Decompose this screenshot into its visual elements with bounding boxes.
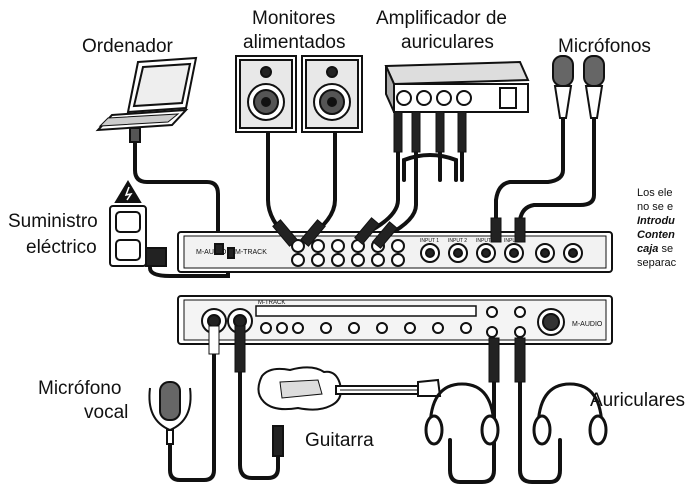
laptop-icon — [95, 56, 198, 143]
cables — [133, 116, 596, 484]
rear-plugs — [272, 217, 526, 249]
label-headamp-line2: auriculares — [401, 32, 494, 53]
headphone-cable-1 — [448, 350, 496, 484]
side-note-line: caja se — [637, 242, 676, 256]
mic-cable-1 — [494, 116, 565, 234]
monitor-left-icon — [235, 55, 297, 133]
label-guitar: Guitarra — [305, 430, 374, 451]
headphone-cable-2 — [518, 350, 562, 484]
side-note-text: se — [658, 243, 674, 255]
label-vocal-mic-line1: Micrófono — [38, 378, 122, 399]
headamp-link — [396, 148, 458, 182]
side-note-line: Los ele — [637, 187, 673, 199]
label-computer: Ordenador — [82, 36, 173, 57]
side-note-emphasis: caja — [637, 243, 659, 255]
label-power-line1: Suministro — [8, 211, 98, 232]
side-note-line: Conten — [637, 228, 676, 242]
label-monitors-line1: Monitores — [252, 8, 336, 29]
label-headamp-line1: Amplificador de — [376, 8, 507, 29]
side-note-emphasis: Conten — [637, 229, 675, 241]
guitar-icon — [257, 366, 442, 457]
front-plugs — [208, 325, 526, 383]
headphone-amp-icon — [384, 60, 530, 113]
side-note-emphasis: Introdu — [637, 215, 675, 227]
microphone-1-icon — [552, 55, 574, 119]
input-label-1: INPUT 1 — [420, 238, 439, 244]
interface-front-icon: M-TRACK M-AUDIO — [177, 295, 613, 345]
label-headphones: Auriculares — [590, 390, 686, 411]
input-labels: INPUT 1 INPUT 2 INPUT 3 INPUT 4 — [420, 238, 523, 244]
label-power-line2: eléctrico — [26, 237, 97, 258]
input-label-3: INPUT 3 — [476, 238, 495, 244]
usb-cable — [133, 138, 220, 252]
headamp-jacks — [393, 111, 467, 153]
interface-rear-brand: M-AUDIO — [196, 249, 227, 256]
label-monitors-line2: alimentados — [243, 32, 346, 53]
side-note-line: separac — [637, 257, 677, 269]
label-vocal-mic-line2: vocal — [84, 402, 129, 423]
power-outlet-icon — [109, 180, 167, 267]
vocal-mic-cable — [168, 338, 216, 482]
label-microphones: Micrófonos — [558, 36, 651, 57]
microphone-2-icon — [583, 55, 605, 119]
vocal-mic-icon — [148, 381, 192, 445]
side-note-line: no se e — [637, 201, 674, 213]
rear-jacks — [291, 239, 583, 267]
input-label-4: INPUT 4 — [504, 238, 523, 244]
interface-rear-model: M-TRACK — [235, 249, 267, 256]
input-label-2: INPUT 2 — [448, 238, 467, 244]
side-note-line: Introdu — [637, 214, 676, 228]
interface-front-model: M-TRACK — [258, 300, 285, 306]
power-cable — [148, 248, 230, 278]
guitar-cable — [238, 338, 280, 480]
mic-cable-2 — [518, 116, 596, 234]
headphones-left-icon — [424, 382, 500, 446]
side-note: Los ele no se e Introdu Conten caja se s… — [637, 186, 676, 270]
monitor-right-icon — [301, 55, 363, 133]
headphones-right-icon — [532, 382, 608, 446]
interface-front-brand: M-AUDIO — [572, 321, 603, 328]
front-knobs — [260, 306, 526, 338]
